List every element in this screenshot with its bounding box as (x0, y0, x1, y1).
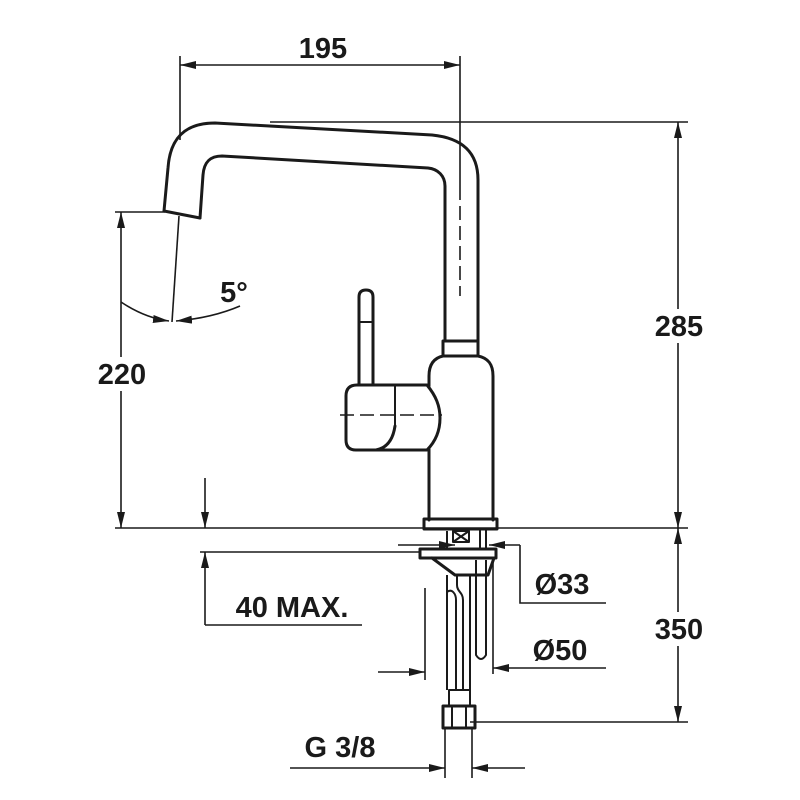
spout-height-label-bg (92, 357, 152, 391)
stud-upper (479, 530, 487, 549)
faucet-outline (162, 121, 499, 531)
dimension-shank-diameter: Ø33 (398, 541, 606, 604)
height-label-bg (649, 309, 709, 343)
spout-outer-edge (162, 121, 480, 343)
spout-tip (162, 209, 202, 220)
body-left-side-upper (427, 354, 445, 388)
dimension-below-counter: 350 (470, 528, 709, 723)
thread-label: G 3/8 (305, 732, 376, 764)
dimension-hole-diameter: Ø50 (378, 560, 606, 680)
angle-arc-left (120, 301, 170, 323)
shank-fitting-hatch (452, 530, 470, 543)
dimension-spout-height: 220 (92, 211, 165, 528)
below-label-bg (649, 612, 709, 646)
angle-axis-line (171, 215, 180, 323)
thickness-label: 40 MAX. (236, 592, 349, 624)
hose-ferrule (448, 689, 471, 707)
handle-cartridge (374, 383, 442, 452)
reach-label: 195 (299, 33, 347, 65)
hose-left (446, 575, 457, 690)
dimension-spout-reach: 195 (179, 33, 461, 186)
connection-nut-flats (451, 706, 467, 728)
height-label: 285 (655, 311, 703, 343)
shank-fitting (452, 530, 470, 543)
handle-knob (344, 383, 397, 452)
angle-label: 5° (220, 277, 248, 309)
body-right-side (476, 354, 495, 522)
angle-arc-right (175, 305, 241, 324)
shank-label: Ø33 (535, 569, 590, 601)
hose-bend (446, 589, 457, 601)
hose-right (456, 575, 471, 690)
spout-inner-edge (198, 154, 447, 343)
shank-leader (519, 545, 606, 604)
spout-height-label: 220 (98, 359, 146, 391)
mounting-plate (418, 547, 498, 560)
threaded-rod (475, 560, 487, 660)
dimension-total-height: 285 (270, 121, 709, 528)
dimension-spout-angle: 5° (120, 215, 248, 324)
dimension-connection-thread: G 3/8 (290, 728, 525, 778)
spout-collar (441, 339, 480, 358)
connection-nut (441, 704, 477, 730)
mounting-wedge (430, 556, 496, 577)
base-plate (422, 517, 499, 531)
dimension-counter-thickness: 40 MAX. (200, 478, 420, 626)
lever-rod (357, 288, 375, 387)
mounting-assembly (418, 530, 498, 730)
below-label: 350 (655, 614, 703, 646)
hole-label: Ø50 (533, 635, 588, 667)
